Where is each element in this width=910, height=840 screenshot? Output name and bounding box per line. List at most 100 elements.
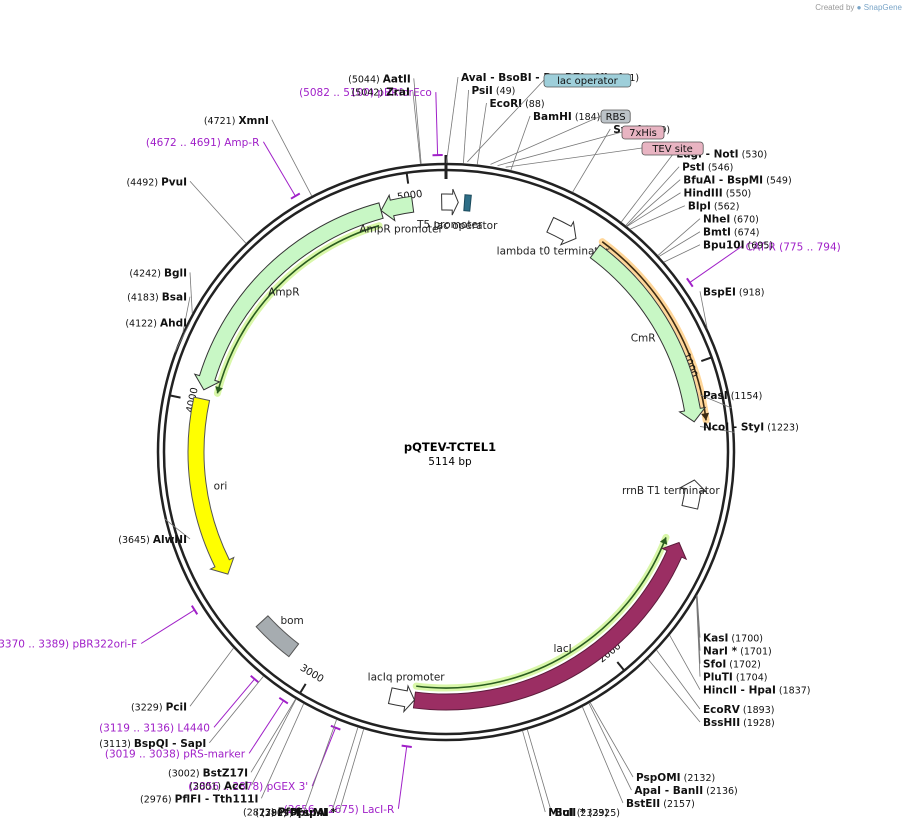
site-label: (4183) BsaI	[127, 292, 187, 304]
site-label: PluTI (1704)	[703, 672, 767, 684]
feature-label: lambda t0 terminator	[497, 246, 610, 258]
orf-line	[416, 537, 667, 689]
tick-label: 3000	[298, 663, 325, 686]
site-label: PasI (1154)	[703, 390, 762, 402]
site-leader	[647, 658, 701, 723]
site-enzyme-name: SfoI	[703, 659, 726, 671]
site-label: (4242) BglI	[129, 267, 187, 279]
primer-label-part: (2856 .. 2878)	[188, 781, 266, 793]
feature-box-label: TEV site	[651, 144, 693, 155]
site-leader	[663, 244, 701, 263]
site-enzyme-name: XmnI	[238, 115, 268, 127]
site-enzyme-name: AhdI	[160, 318, 187, 330]
site-position: (1)	[626, 73, 639, 84]
feature-label: lac operator	[434, 220, 498, 232]
primer-label: (2656 .. 2675) LacI-R	[284, 804, 395, 816]
primer-label-part: pBR322ori-F	[72, 638, 137, 650]
site-leader	[413, 78, 422, 165]
feature-lambda-t0-terminator	[546, 216, 577, 246]
site-position: (1154)	[731, 391, 763, 402]
site-position: (670)	[733, 215, 759, 226]
primer-leader	[435, 92, 439, 156]
site-label: BfuAI - BspMI (549)	[683, 175, 791, 187]
site-separator: -	[702, 149, 714, 161]
feature-box-leader	[490, 115, 602, 165]
site-leader	[695, 596, 701, 677]
primer-label-part: (4672 .. 4691)	[146, 137, 224, 149]
feature-label: lacIq promoter	[368, 671, 446, 683]
site-enzyme-name: PsiI	[472, 85, 493, 97]
site-enzyme-name: HincII	[703, 685, 737, 697]
site-position: (49)	[496, 86, 516, 97]
site-label: (2809) FspAI	[261, 807, 329, 819]
site-label: PspOMI (2132)	[636, 772, 715, 784]
site-label: MluI (2339)	[548, 807, 608, 819]
site-leader	[271, 119, 313, 197]
site-position: (2873)	[243, 807, 275, 818]
site-enzyme-name: BclI *	[554, 807, 585, 819]
feature-label: T5 promoter	[416, 219, 483, 231]
primer-label: CAT-R (775 .. 794)	[746, 241, 841, 253]
feature-ampr	[193, 202, 384, 391]
site-label: SfoI (1702)	[703, 659, 761, 671]
site-position: (4721)	[204, 116, 236, 127]
site-position: (530)	[742, 150, 768, 161]
site-position: (2339)	[577, 808, 609, 819]
site-label: EcoRI (88)	[489, 98, 544, 110]
site-enzyme-name: NcoI	[703, 421, 729, 433]
site-enzyme-name: HpaI	[749, 685, 776, 697]
primer-label: (2856 .. 2878) pGEX 3'	[188, 781, 308, 793]
primer-label-part: (775 .. 794)	[779, 241, 841, 253]
site-enzyme-name: Tth111I	[213, 793, 258, 805]
site-leader	[476, 102, 487, 165]
site-label: PsiI (49)	[472, 85, 516, 97]
site-leader	[208, 675, 264, 744]
site-leader	[699, 426, 735, 433]
site-position: (1837)	[779, 686, 811, 697]
orf-line	[216, 224, 380, 394]
site-enzyme-name: PstI	[682, 162, 705, 174]
site-separator: -	[661, 785, 673, 797]
site-enzyme-name: AatII	[383, 73, 411, 85]
site-label: HindIII (550)	[684, 188, 752, 200]
primer-label-part: Amp-R	[224, 137, 259, 149]
site-enzyme-name: NotI	[714, 149, 739, 161]
site-position: (1223)	[767, 422, 799, 433]
site-enzyme-name: Bpu10I	[703, 240, 745, 252]
site-enzyme-name: AccI	[224, 780, 248, 792]
site-position: (4183)	[127, 293, 159, 304]
site-label: KasI (1700)	[703, 633, 763, 645]
site-separator: -	[737, 685, 749, 697]
site-label: (2873) PfoI	[243, 806, 301, 818]
site-position: (562)	[714, 202, 740, 213]
site-enzyme-name: BssHII	[703, 717, 740, 729]
site-separator: -	[169, 738, 181, 750]
primer-leader	[262, 141, 296, 197]
site-enzyme-name: BamHI	[533, 111, 572, 123]
site-label: (2976) PflFI - Tth111I	[140, 793, 258, 805]
feature-cmr	[589, 244, 707, 423]
site-enzyme-name: NheI	[703, 214, 730, 226]
site-separator: -	[729, 421, 741, 433]
backbone-layer	[156, 155, 736, 742]
site-position: (4122)	[125, 319, 157, 330]
site-enzyme-name: HindIII	[684, 188, 723, 200]
site-position: (550)	[726, 189, 752, 200]
site-label: NcoI - StyI (1223)	[703, 421, 799, 433]
feature-box	[621, 125, 665, 140]
site-leader	[629, 205, 685, 230]
site-leader	[588, 703, 632, 791]
site-label: NheI (670)	[703, 214, 759, 226]
plasmid-name: pQTEV-TCTEL1	[404, 440, 496, 454]
primer-mark	[290, 192, 301, 200]
site-leader	[412, 91, 421, 165]
feature-label: bom	[280, 615, 303, 627]
site-enzyme-name: MluI	[548, 807, 573, 819]
primer-mark	[686, 277, 694, 288]
site-position: (546)	[708, 163, 734, 174]
snapgene-logo-icon: ●	[856, 3, 862, 12]
site-label: (5042) ZraI	[351, 86, 409, 98]
site-label: HincII - HpaI (1837)	[703, 685, 811, 697]
site-separator: -	[532, 72, 544, 84]
